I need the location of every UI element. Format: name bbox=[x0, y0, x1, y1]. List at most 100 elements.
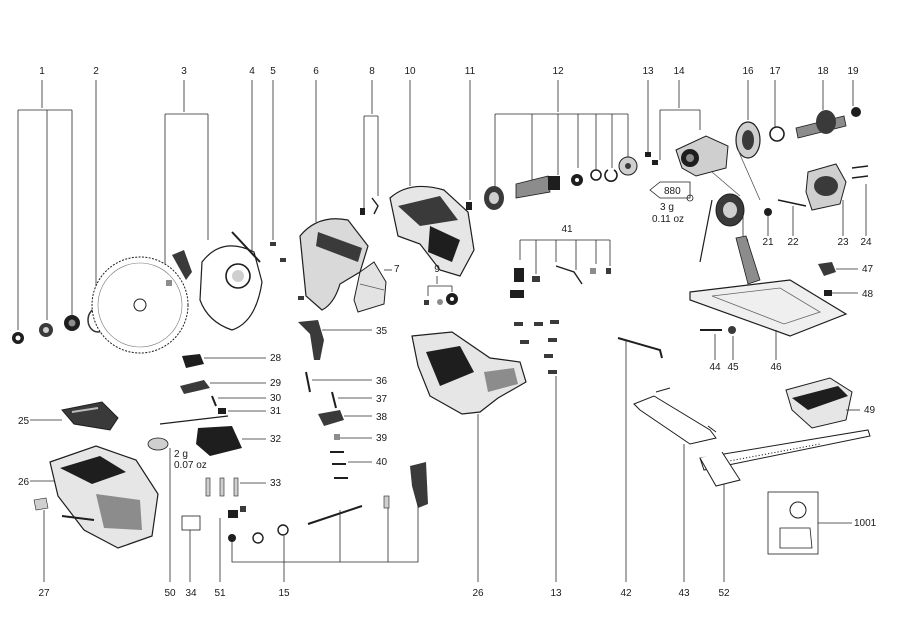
screws-24 bbox=[851, 165, 869, 179]
note-14-code: 880 bbox=[664, 186, 681, 197]
label-10: 10 bbox=[404, 66, 416, 77]
label-43: 43 bbox=[678, 588, 690, 599]
label-26-left: 26 bbox=[18, 477, 30, 488]
clip-31 bbox=[218, 408, 226, 414]
note-14-weight-g: 3 g bbox=[660, 202, 674, 213]
label-14: 14 bbox=[673, 66, 685, 77]
screws-40 bbox=[330, 451, 348, 479]
screw-11 bbox=[466, 202, 472, 210]
label-29: 29 bbox=[270, 378, 282, 389]
label-28: 28 bbox=[270, 353, 282, 364]
pin-36 bbox=[305, 371, 311, 393]
rip-fence-43 bbox=[633, 387, 717, 445]
nut-48 bbox=[824, 290, 832, 296]
top-leaders bbox=[17, 80, 854, 330]
part-39 bbox=[334, 434, 340, 440]
label-27: 27 bbox=[38, 588, 50, 599]
label-51: 51 bbox=[214, 588, 226, 599]
bottom-part-labels: 27 50 34 51 15 bbox=[38, 588, 290, 599]
motor-parts bbox=[735, 107, 861, 159]
electronics-41 bbox=[510, 239, 611, 298]
shaft-15 bbox=[307, 505, 363, 525]
led-50 bbox=[147, 437, 169, 451]
spindle-assembly-12 bbox=[484, 156, 638, 210]
label-2: 2 bbox=[93, 66, 99, 77]
label-9: 9 bbox=[434, 264, 440, 275]
label-12: 12 bbox=[552, 66, 564, 77]
stator-20 bbox=[699, 149, 761, 263]
label-33: 33 bbox=[270, 478, 282, 489]
label-39: 39 bbox=[376, 433, 388, 444]
label-11: 11 bbox=[465, 66, 476, 77]
inner-guard-plate bbox=[199, 245, 263, 331]
guide-ruler-52 bbox=[699, 429, 871, 487]
label-48: 48 bbox=[862, 289, 874, 300]
label-40: 40 bbox=[376, 457, 388, 468]
label-34: 34 bbox=[185, 588, 197, 599]
label-45: 45 bbox=[727, 362, 739, 373]
pins-33 bbox=[205, 477, 239, 497]
bolt-22 bbox=[777, 199, 807, 207]
label-30: 30 bbox=[270, 393, 282, 404]
blade-lever bbox=[166, 250, 192, 286]
note-50-weight-oz: 0.07 oz bbox=[174, 460, 207, 471]
label-31: 31 bbox=[270, 406, 282, 417]
label-36: 36 bbox=[376, 376, 388, 387]
label-15: 15 bbox=[278, 588, 290, 599]
upper-guard bbox=[299, 218, 369, 311]
note-14-weight-oz: 0.11 oz bbox=[652, 214, 684, 225]
hex-key-42 bbox=[617, 337, 663, 359]
sleeve-15 bbox=[383, 495, 390, 509]
label-plate-34 bbox=[181, 515, 201, 531]
label-41: 41 bbox=[561, 224, 573, 235]
motor-shroud-23 bbox=[805, 163, 847, 211]
labels-20-24: 20 21 22 23 24 bbox=[737, 184, 872, 248]
label-5: 5 bbox=[270, 66, 276, 77]
label-1001: 1001 bbox=[854, 518, 877, 529]
label-23: 23 bbox=[837, 237, 849, 248]
gearbox-14 bbox=[675, 135, 729, 177]
label-8: 8 bbox=[369, 66, 375, 77]
label-21: 21 bbox=[762, 237, 774, 248]
bracket-15 bbox=[410, 462, 428, 508]
lever-29 bbox=[180, 380, 210, 394]
motor-housing-26 bbox=[411, 331, 527, 415]
label-49: 49 bbox=[864, 405, 876, 416]
label-6: 6 bbox=[313, 66, 319, 77]
label-46: 46 bbox=[770, 362, 782, 373]
label-26-center: 26 bbox=[472, 588, 484, 599]
handle-25 bbox=[61, 401, 119, 431]
screw-21 bbox=[764, 208, 772, 216]
lock-28 bbox=[182, 354, 204, 368]
saw-blade bbox=[91, 256, 189, 354]
label-25: 25 bbox=[18, 416, 30, 427]
latch-38 bbox=[318, 410, 344, 426]
spring-37 bbox=[331, 391, 337, 409]
label-52: 52 bbox=[718, 588, 730, 599]
spring-30 bbox=[211, 395, 217, 407]
label-17: 17 bbox=[769, 66, 781, 77]
cap-27 bbox=[33, 497, 49, 511]
housing-26-left bbox=[49, 445, 159, 549]
bottom-leaders bbox=[169, 448, 419, 582]
top-part-labels: 1 2 3 4 5 6 8 10 11 12 13 14 16 17 18 19 bbox=[39, 66, 859, 77]
screws-13-column bbox=[514, 320, 559, 374]
pins-13-top bbox=[645, 152, 658, 165]
label-22: 22 bbox=[787, 237, 799, 248]
label-3: 3 bbox=[181, 66, 187, 77]
pins-8 bbox=[360, 197, 379, 215]
label-35: 35 bbox=[376, 326, 388, 337]
battery-cover-49 bbox=[785, 377, 853, 429]
label-1: 1 bbox=[39, 66, 45, 77]
washer-screw-9 bbox=[424, 293, 458, 305]
electronics-32 bbox=[196, 426, 242, 456]
label-7: 7 bbox=[394, 264, 400, 275]
label-42: 42 bbox=[620, 588, 632, 599]
cable-32 bbox=[159, 415, 229, 425]
label-16: 16 bbox=[742, 66, 754, 77]
nut-45 bbox=[728, 326, 736, 334]
label-13-bottom: 13 bbox=[550, 588, 562, 599]
label-18: 18 bbox=[817, 66, 829, 77]
screws-51 bbox=[228, 506, 289, 544]
